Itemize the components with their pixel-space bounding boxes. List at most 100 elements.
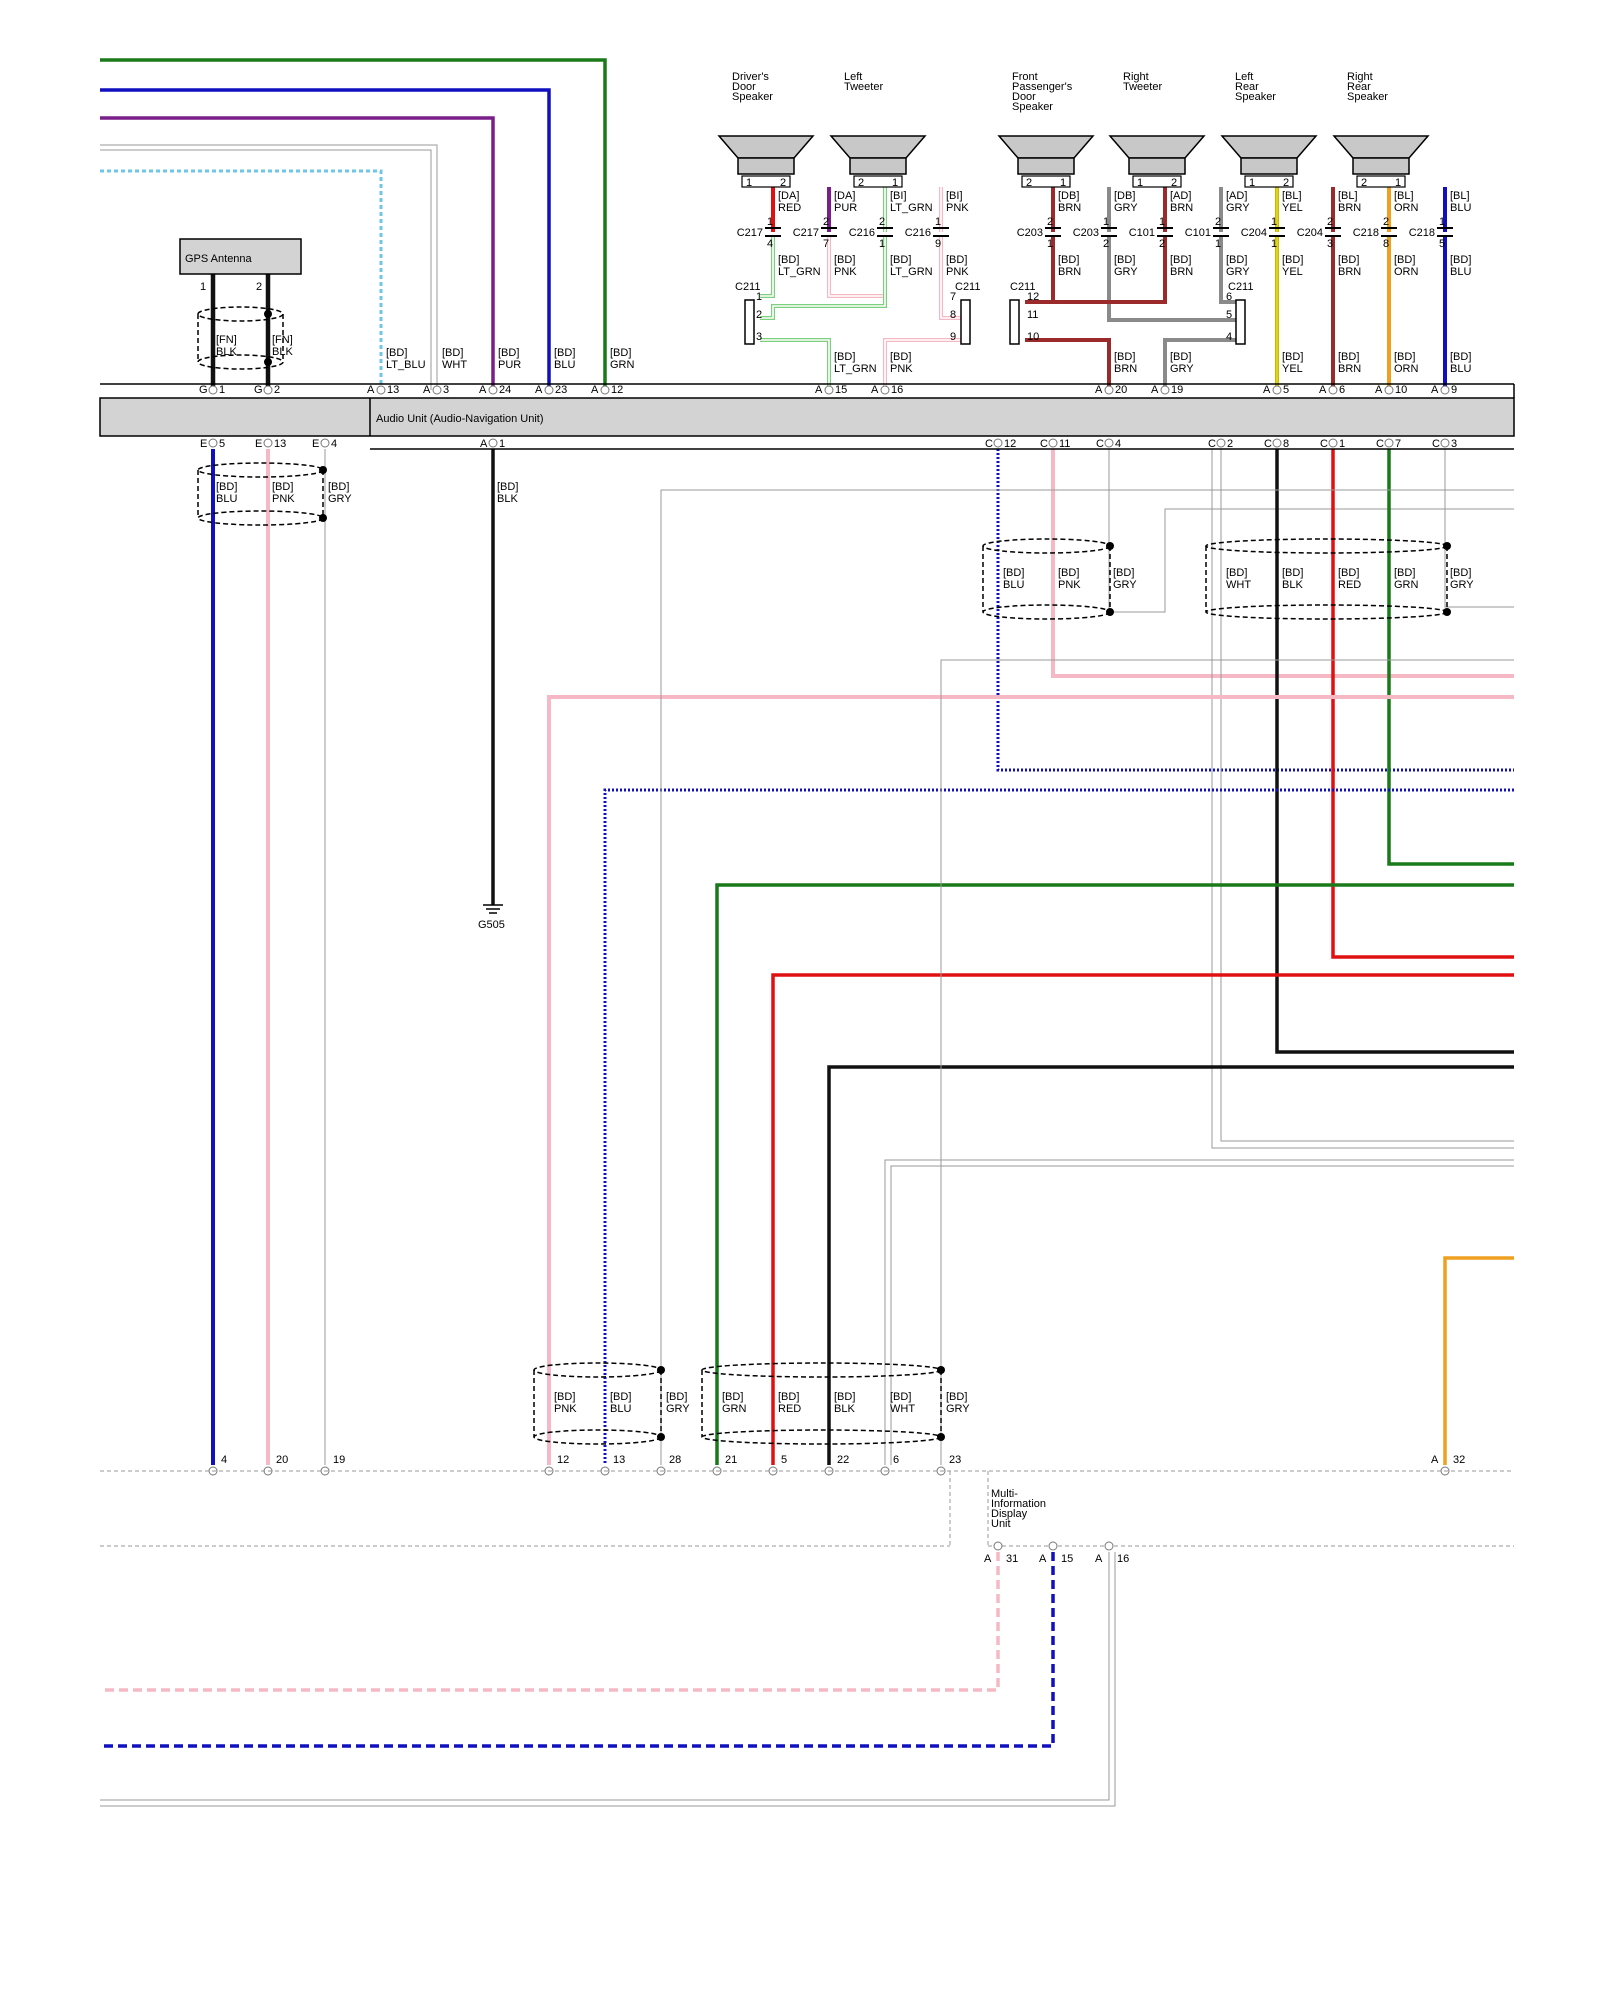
wire-spec-code: [BD] bbox=[1226, 567, 1247, 579]
speaker-name: Rear bbox=[1347, 81, 1371, 93]
ground-label: G505 bbox=[478, 919, 505, 931]
pin-terminal bbox=[880, 385, 890, 395]
c211-pin: 10 bbox=[1027, 331, 1039, 343]
speaker-connector bbox=[1021, 175, 1071, 188]
wire-low-grn bbox=[715, 883, 1514, 1465]
spk-run-dlf-1-core bbox=[760, 236, 774, 297]
e-shield-top bbox=[197, 462, 324, 478]
speaker-pin-label: 2 bbox=[780, 177, 786, 189]
wire-c-gry2 bbox=[1444, 449, 1514, 608]
wire-color-code: YEL bbox=[1282, 266, 1303, 278]
au-connector-letter: A bbox=[591, 384, 599, 396]
wire-spec-code: [BD] bbox=[1450, 351, 1471, 363]
au-pin-number: 10 bbox=[1395, 384, 1407, 396]
midu-title: Multi- bbox=[991, 1488, 1018, 1500]
midu-connector-letter: A bbox=[1095, 1553, 1103, 1565]
pin-terminal bbox=[1384, 438, 1394, 448]
wire-spec-code: [DB] bbox=[1114, 190, 1135, 202]
au-pin-number: 1 bbox=[499, 438, 505, 450]
speaker-cone bbox=[829, 135, 927, 159]
inline-connector-pin: 2 bbox=[1103, 238, 1109, 250]
spk-run-brn-au bbox=[1025, 338, 1111, 390]
au-pin-number: 15 bbox=[835, 384, 847, 396]
wire-color-code: GRN bbox=[610, 359, 635, 371]
au-pin-number: 13 bbox=[387, 384, 399, 396]
splice-dot bbox=[1443, 542, 1451, 550]
inline-connector-pin: 1 bbox=[935, 216, 941, 228]
midu-connector-letter: A bbox=[984, 1553, 992, 1565]
speaker-cone bbox=[997, 135, 1095, 159]
lower-pin-number: 32 bbox=[1453, 1454, 1465, 1466]
speaker-connector bbox=[1132, 175, 1182, 188]
wire-color-code: BRN bbox=[1338, 202, 1361, 214]
speaker-magnet bbox=[849, 157, 907, 175]
pin-terminal bbox=[993, 1541, 1003, 1551]
wire-color-code: PNK bbox=[890, 363, 913, 375]
speaker-name: Door bbox=[1012, 91, 1036, 103]
wire-color-code: RED bbox=[778, 202, 801, 214]
c211-pin: 12 bbox=[1027, 291, 1039, 303]
wire-midu-gry bbox=[100, 1552, 1110, 1801]
wire-c-gry bbox=[1108, 449, 1514, 613]
wire-spec-code: [BD] bbox=[1450, 567, 1471, 579]
speaker-pin-label: 1 bbox=[1060, 177, 1066, 189]
inline-connector-pin: 2 bbox=[1047, 216, 1053, 228]
inline-connector-label: C101 bbox=[1129, 227, 1155, 239]
inline-connector-label: C204 bbox=[1241, 227, 1267, 239]
c211-pin: 7 bbox=[950, 291, 956, 303]
inline-connector-pin: 2 bbox=[823, 216, 829, 228]
speaker-magnet bbox=[1017, 157, 1075, 175]
au-pin-number: 13 bbox=[274, 438, 286, 450]
wire-spec-code: [BD] bbox=[1338, 567, 1359, 579]
wire-spec-code: [BI] bbox=[890, 190, 907, 202]
pin-terminal bbox=[376, 385, 386, 395]
au-connector-letter: C bbox=[1432, 438, 1440, 450]
wire-midu-pnk bbox=[100, 1552, 1000, 1692]
wire-color-code: BLK bbox=[216, 346, 237, 358]
midu-pin-number: 31 bbox=[1006, 1553, 1018, 1565]
wire-color-code: GRN bbox=[722, 1403, 747, 1415]
gps-shield-bottom bbox=[197, 354, 284, 370]
lower-pin-number: 4 bbox=[221, 1454, 227, 1466]
gps-pin-label: 2 bbox=[256, 281, 262, 293]
wire-low-wht bbox=[884, 1159, 1514, 1465]
inline-connector-pin: 8 bbox=[1383, 238, 1389, 250]
wire-spec-code: [BD] bbox=[554, 347, 575, 359]
wire-low-pnk bbox=[547, 695, 1514, 1465]
speaker-name: Speaker bbox=[1235, 91, 1276, 103]
wire-spec-code: [BD] bbox=[890, 351, 911, 363]
wire-spec-code: [BI] bbox=[946, 190, 963, 202]
lower-pin-number: 21 bbox=[725, 1454, 737, 1466]
wire-color-code: BRN bbox=[1338, 363, 1361, 375]
wire-c-pnk-core bbox=[1052, 449, 1514, 677]
spk-run-ltgrn-au-core bbox=[760, 339, 830, 390]
au-pin-number: 16 bbox=[891, 384, 903, 396]
speaker-name: Speaker bbox=[732, 91, 773, 103]
wire-color-code: LT_GRN bbox=[834, 363, 877, 375]
wire-low-orn bbox=[1443, 1256, 1514, 1465]
wire-spec-code: [BD] bbox=[1338, 254, 1359, 266]
wire-low-gry bbox=[660, 489, 1514, 1465]
wire-spec-code: [BD] bbox=[834, 254, 855, 266]
speaker-connector bbox=[853, 175, 903, 188]
pin-terminal bbox=[1440, 438, 1450, 448]
wire-c-wht bbox=[1220, 449, 1514, 1142]
wire-spec-code: [BD] bbox=[1114, 254, 1135, 266]
au-pin-number: 3 bbox=[443, 384, 449, 396]
speaker-name: Left bbox=[844, 71, 862, 83]
au-pin-number: 1 bbox=[1339, 438, 1345, 450]
wires-layer bbox=[100, 58, 1514, 1807]
low-shield-1-top bbox=[533, 1362, 662, 1378]
au-connector-letter: A bbox=[1151, 384, 1159, 396]
wire-spec-code: [BD] bbox=[554, 1391, 575, 1403]
wire-color-code: GRY bbox=[1170, 363, 1194, 375]
wire-color-code: GRY bbox=[1226, 202, 1250, 214]
pin-terminal bbox=[263, 385, 273, 395]
wire-low-pnk-core bbox=[548, 696, 1514, 1465]
au-connector-letter: A bbox=[1319, 384, 1327, 396]
inline-connector-pin: 4 bbox=[767, 238, 773, 250]
speaker-pin-label: 2 bbox=[1283, 177, 1289, 189]
c211-right1-block bbox=[1009, 299, 1020, 345]
pin-terminal bbox=[1104, 438, 1114, 448]
wire-color-code: BLU bbox=[554, 359, 575, 371]
